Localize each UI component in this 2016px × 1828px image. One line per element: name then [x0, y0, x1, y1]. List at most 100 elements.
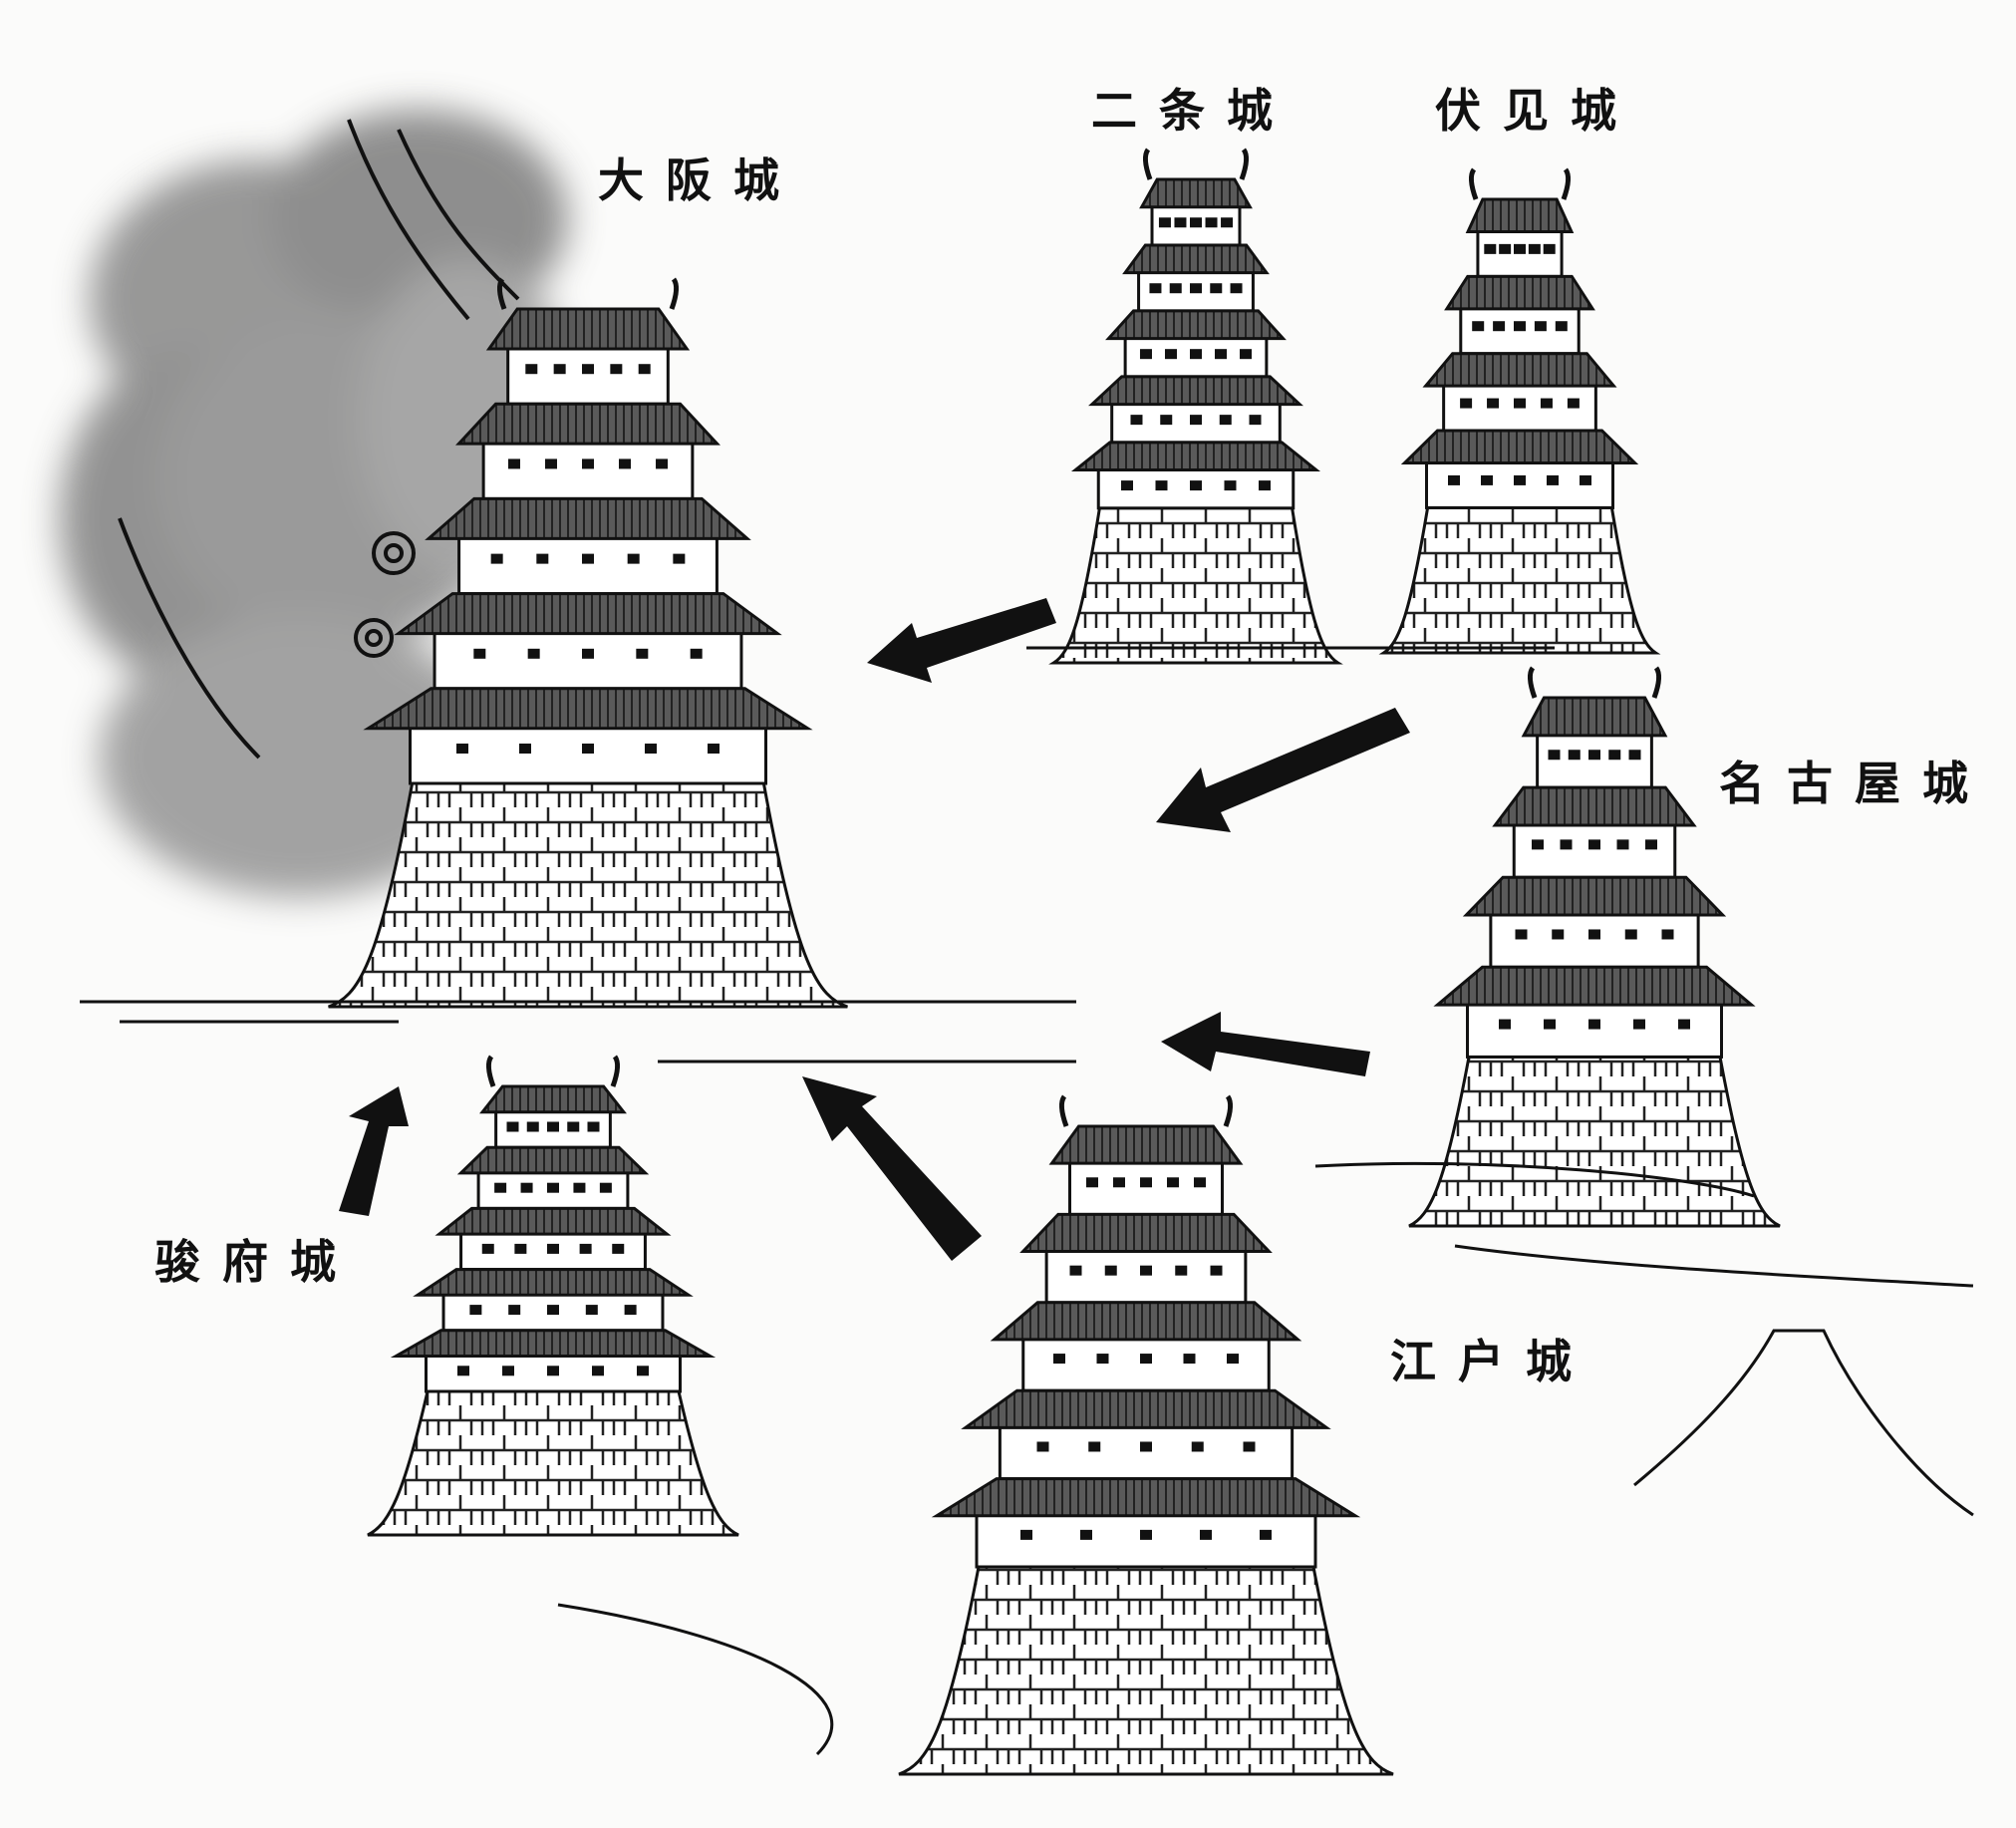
castle-window [1560, 839, 1573, 850]
castle-window [1183, 1354, 1196, 1365]
arrows [339, 598, 1410, 1261]
castle-window [1484, 243, 1497, 254]
castle-roof [1492, 785, 1697, 827]
castle-window [1175, 1265, 1188, 1276]
castle-window [1036, 1441, 1049, 1452]
castle-window [1140, 1177, 1152, 1188]
castle-window [587, 1121, 600, 1132]
castle-window [1624, 929, 1637, 940]
castle-window [579, 1243, 592, 1254]
castle-roof [1139, 177, 1253, 209]
castle-roof [455, 402, 720, 446]
castle-window [1249, 415, 1262, 426]
shachihoko-ornament [1561, 167, 1572, 200]
castle-window [592, 1366, 604, 1376]
mount-fuji [1633, 1329, 1974, 1517]
castle-window [519, 744, 531, 755]
castle-window [481, 1243, 494, 1254]
castle-roof [1433, 965, 1756, 1007]
castle-window [1540, 398, 1553, 409]
castle-window [1088, 1441, 1101, 1452]
castle-window [1205, 217, 1218, 228]
arrow-edo [802, 1076, 982, 1261]
castle-window [1588, 929, 1600, 940]
castle-roof [1019, 1212, 1273, 1254]
castle-window [1240, 349, 1253, 360]
castle-window [610, 364, 623, 375]
castle-window [1140, 1529, 1152, 1540]
castle-window [1243, 1441, 1256, 1452]
castle-window [582, 458, 594, 469]
castle-window [624, 1305, 637, 1316]
arrow-nijo [867, 598, 1056, 683]
castle-window [1190, 415, 1202, 426]
label-sunpu-castle: 骏府城 [154, 1235, 358, 1289]
stone-base [1378, 505, 1661, 655]
castle-window [1608, 750, 1621, 761]
castle-window [1481, 474, 1493, 485]
castle-window [506, 1121, 519, 1132]
castle-window [1069, 1265, 1082, 1276]
castle-roof [1048, 1124, 1244, 1165]
arrow-sunpu [339, 1086, 409, 1216]
castle-window [1149, 283, 1162, 294]
arrow-fushimi [1156, 708, 1410, 832]
castle-window [514, 1243, 527, 1254]
castle-window [1616, 839, 1629, 850]
castle-window [1227, 1354, 1239, 1365]
castle-window [636, 648, 649, 659]
castle-roof [1462, 875, 1727, 917]
shachihoko-ornament [496, 277, 507, 310]
castle-window [1588, 750, 1600, 761]
castle-window [708, 744, 720, 755]
castle-window [1547, 474, 1559, 485]
castle-window [544, 458, 557, 469]
castle-window [1678, 1019, 1690, 1030]
castle-window [525, 364, 538, 375]
castle-window [656, 458, 669, 469]
label-nagoya-castle: 名古屋城 [1719, 757, 1990, 810]
castle-window [619, 458, 632, 469]
label-osaka-castle: 大阪城 [598, 153, 801, 207]
label-nijo-castle: 二条城 [1091, 84, 1295, 138]
castle-window [547, 1121, 559, 1132]
shachihoko-ornament [1223, 1094, 1234, 1127]
castle-window [1104, 1265, 1117, 1276]
castle-window [1628, 750, 1641, 761]
castle-window [1532, 839, 1544, 850]
castle-window [1155, 480, 1168, 491]
castle-roof [1521, 696, 1668, 738]
castle-window [673, 553, 686, 564]
stone-base [1408, 1055, 1781, 1228]
label-fushimi-castle: 伏见城 [1435, 84, 1638, 138]
castle-roof [434, 1206, 672, 1236]
castle-roof [479, 1084, 627, 1114]
castle-window [1140, 1265, 1152, 1276]
castle-window [582, 648, 594, 659]
castle-window [1210, 283, 1223, 294]
castle-window [1645, 839, 1657, 850]
stone-base [898, 1565, 1394, 1776]
castle-window [1514, 398, 1526, 409]
castle-fushimi [1378, 167, 1661, 655]
castle-window [547, 1243, 559, 1254]
castle-roof [1088, 375, 1303, 407]
castle-roof [1465, 197, 1575, 233]
castle-window [1121, 480, 1133, 491]
castle-window [1219, 415, 1232, 426]
castle-window [582, 364, 594, 375]
castle-window [547, 1366, 559, 1376]
castle-window [567, 1121, 580, 1132]
castle-roof [485, 307, 691, 351]
castle-window [1633, 1019, 1645, 1030]
shachihoko-ornament [1527, 666, 1538, 699]
castle-window [526, 1121, 539, 1132]
castle-roof [425, 496, 751, 540]
castle-window [1567, 398, 1580, 409]
castle-window [1448, 474, 1460, 485]
castle-window [1113, 1177, 1125, 1188]
castle-window [1543, 243, 1556, 254]
castle-window [547, 1182, 559, 1193]
castle-window [1221, 217, 1234, 228]
